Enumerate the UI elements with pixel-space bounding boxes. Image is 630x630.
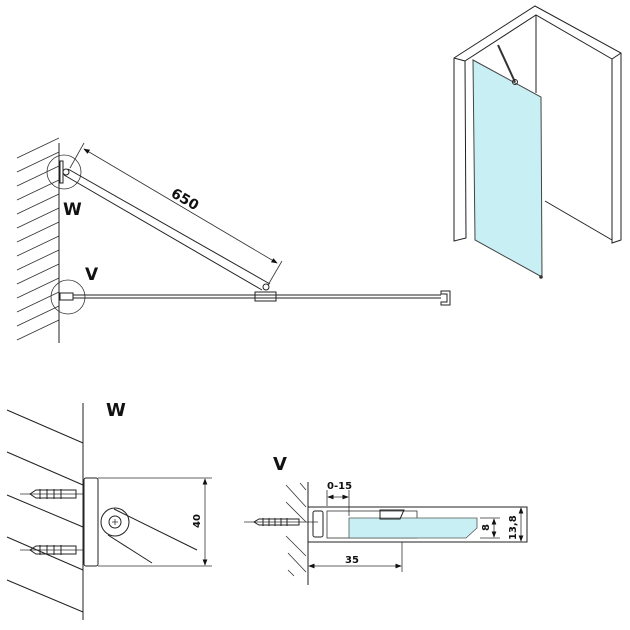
wall-hatching <box>6 409 84 613</box>
hatch-line <box>16 193 60 215</box>
detail-v-title: V <box>273 454 287 475</box>
hatch-line <box>16 291 60 313</box>
hatch-line <box>16 221 60 243</box>
glass-thickness-dimension: 8 <box>480 517 500 539</box>
pivot-icon <box>62 168 70 176</box>
plan-view: 650 W V <box>16 137 451 343</box>
detail-w-circle <box>46 154 82 190</box>
adjust-dimension: 0-15 <box>326 481 352 516</box>
profile-height-dimension: 13,8 <box>508 507 524 542</box>
support-arm-iso <box>497 44 516 83</box>
screw-icon <box>108 515 122 529</box>
dimension-650: 650 <box>168 186 202 215</box>
height-dimension: 40 <box>98 477 212 567</box>
hatch-line <box>16 235 60 257</box>
label-v: V <box>85 265 99 285</box>
dimension-8: 8 <box>481 524 492 531</box>
hatch-line <box>16 165 60 187</box>
seal <box>379 509 405 520</box>
detail-w-title: W <box>106 400 126 421</box>
end-cap <box>440 290 451 306</box>
wall-bracket <box>83 477 99 567</box>
isometric-view <box>453 5 622 279</box>
wall-anchor-top <box>20 489 84 499</box>
detail-v-circle <box>50 279 86 315</box>
dimension-35: 35 <box>345 555 359 566</box>
hatch-line <box>16 305 60 327</box>
wall-profile <box>307 506 528 543</box>
wall-anchor-bottom <box>20 545 84 555</box>
hatch-line <box>16 207 60 229</box>
hatch-line <box>16 263 60 285</box>
hatch-line <box>16 277 60 299</box>
hatch-line <box>16 151 60 173</box>
glass-section <box>348 517 478 539</box>
depth-dimension: 35 <box>308 542 403 572</box>
arm-dimension: 650 <box>69 142 283 286</box>
hatch-line <box>16 179 60 201</box>
label-w: W <box>63 200 82 220</box>
wall-hatching <box>285 482 307 577</box>
hatch-line <box>16 249 60 271</box>
dimension-13-8: 13,8 <box>508 515 519 540</box>
dimension-0-15: 0-15 <box>327 481 352 492</box>
wall-anchor <box>244 518 318 526</box>
detail-w: W 40 <box>6 400 212 620</box>
hatch-line <box>16 137 60 159</box>
glass-panel <box>73 294 441 299</box>
wall-profile <box>59 292 74 301</box>
wall-hatching <box>16 137 60 341</box>
hatch-line <box>16 319 60 341</box>
glass-clamp <box>254 291 277 302</box>
floor-line <box>544 200 613 241</box>
detail-v: V 0-15 35 <box>244 454 528 585</box>
pivot-icon <box>262 283 270 291</box>
dimension-40: 40 <box>192 514 203 528</box>
glass-panel-iso <box>472 59 543 278</box>
pivot-joint <box>100 507 130 537</box>
